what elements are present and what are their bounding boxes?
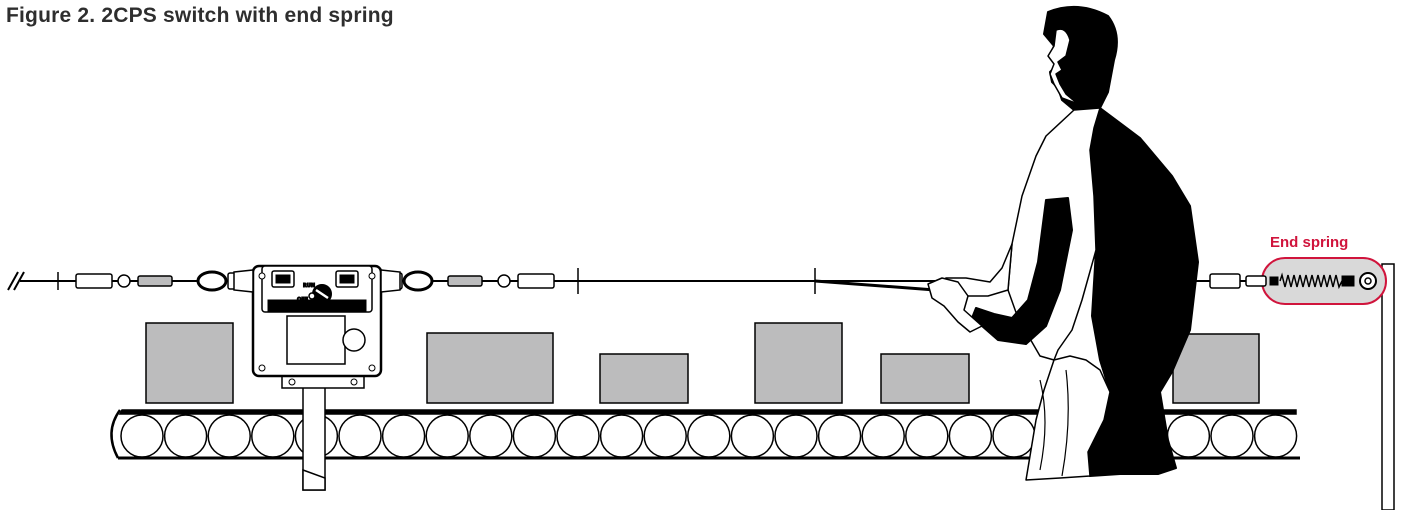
conveyor-roller xyxy=(120,414,164,458)
conveyor-roller xyxy=(381,414,426,458)
conveyor-roller xyxy=(992,414,1036,458)
end-post xyxy=(1381,263,1395,510)
conveyor-roller xyxy=(251,414,295,458)
package xyxy=(145,322,234,404)
package xyxy=(1172,333,1260,404)
end-spring-assembly xyxy=(1209,257,1395,510)
conveyor-roller xyxy=(425,414,469,458)
conveyor-roller xyxy=(469,414,513,458)
conveyor-roller xyxy=(207,414,251,458)
end-spring-label: End spring xyxy=(1270,234,1349,251)
conveyor-roller xyxy=(1253,414,1298,458)
switch-hub-left xyxy=(233,269,254,293)
switch-hub-right xyxy=(380,269,401,293)
conduit-cap xyxy=(342,328,366,352)
conveyor-roller xyxy=(687,414,731,458)
conveyor-roller xyxy=(163,414,208,458)
conveyor-roller xyxy=(730,414,775,458)
right-turnbuckle xyxy=(381,270,555,292)
operator-face xyxy=(1047,28,1079,105)
conveyor-roller xyxy=(774,414,818,458)
package xyxy=(880,353,970,404)
conveyor-roller xyxy=(599,414,644,458)
run-mark: RUN xyxy=(303,283,315,289)
package xyxy=(599,353,689,404)
conveyor-belt xyxy=(118,409,1297,415)
package xyxy=(426,332,554,404)
conveyor-roller xyxy=(817,414,862,458)
conveyor-roller xyxy=(905,414,949,458)
left-turnbuckle xyxy=(75,270,249,292)
break-mark xyxy=(7,271,25,291)
grabbed-wire xyxy=(814,279,936,292)
conveyor-roller xyxy=(1166,414,1211,458)
package xyxy=(754,322,843,404)
conveyor-roller xyxy=(512,414,557,458)
conveyor-roller xyxy=(861,414,905,458)
conveyor-roller xyxy=(948,414,993,458)
packages xyxy=(145,322,1260,404)
conveyor-frame-left xyxy=(110,409,122,459)
figure-caption: Figure 2. 2CPS switch with end spring xyxy=(6,4,394,27)
conveyor-roller xyxy=(643,414,687,458)
switch-label-window xyxy=(286,315,346,365)
operator-figure xyxy=(927,5,1199,481)
operator-hand xyxy=(927,277,983,333)
end-spring-coil xyxy=(1279,272,1343,290)
conveyor-roller xyxy=(556,414,600,458)
conveyor-roller xyxy=(338,414,382,458)
cps-switch: RUN OFF xyxy=(233,264,401,491)
conveyor-roller xyxy=(1210,414,1254,458)
